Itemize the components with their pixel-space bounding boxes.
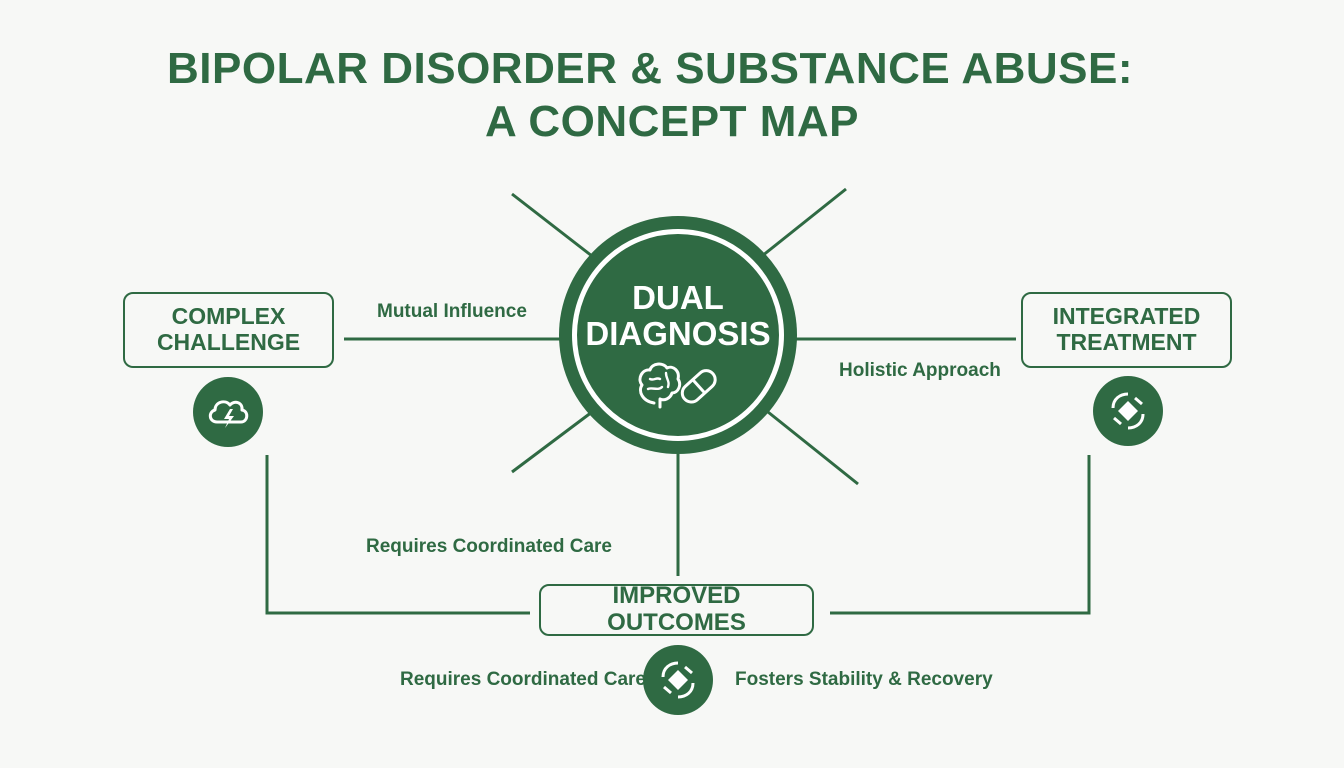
node-improved-outcomes: IMPROVED OUTCOMES — [539, 582, 814, 636]
label-holistic-approach: Holistic Approach — [839, 360, 1001, 381]
node-integrated-treatment-line-1: INTEGRATED — [1052, 303, 1201, 330]
label-fosters-stability: Fosters Stability & Recovery — [735, 669, 993, 690]
storm-cloud-icon — [193, 377, 263, 447]
spoke-bottom-right — [767, 410, 859, 486]
node-integrated-treatment-line-2: TREATMENT — [1056, 329, 1197, 355]
central-node-dual-diagnosis: DUAL DIAGNOSIS — [559, 216, 797, 454]
title-line-1: BIPOLAR DISORDER & SUBSTANCE ABUSE: — [167, 44, 1133, 93]
spoke-bottom-left — [511, 410, 593, 474]
label-mutual-influence: Mutual Influence — [377, 301, 527, 322]
center-line-1: DUAL — [632, 279, 724, 316]
central-node-ring: DUAL DIAGNOSIS — [572, 229, 784, 441]
node-integrated-treatment: INTEGRATED TREATMENT — [1021, 292, 1232, 368]
center-line-2: DIAGNOSIS — [585, 315, 771, 353]
node-improved-outcomes-label: IMPROVED OUTCOMES — [607, 582, 746, 636]
title-line-2: A CONCEPT MAP — [485, 97, 859, 146]
spoke-top-right — [761, 187, 847, 258]
brain-pill-icon — [638, 362, 717, 409]
hands-cycle-icon — [643, 645, 713, 715]
node-complex-challenge: COMPLEX CHALLENGE — [123, 292, 334, 368]
link-right-bottom — [830, 455, 1091, 615]
label-requires-coordinated-care-bottom: Requires Coordinated Care — [400, 669, 646, 690]
link-left-bottom — [265, 455, 530, 615]
spoke-top-left — [511, 192, 593, 258]
node-complex-challenge-line-2: CHALLENGE — [156, 329, 301, 355]
node-complex-challenge-line-1: COMPLEX — [171, 303, 286, 330]
label-requires-coordinated-care: Requires Coordinated Care — [366, 536, 612, 557]
hands-cycle-icon — [1093, 376, 1163, 446]
